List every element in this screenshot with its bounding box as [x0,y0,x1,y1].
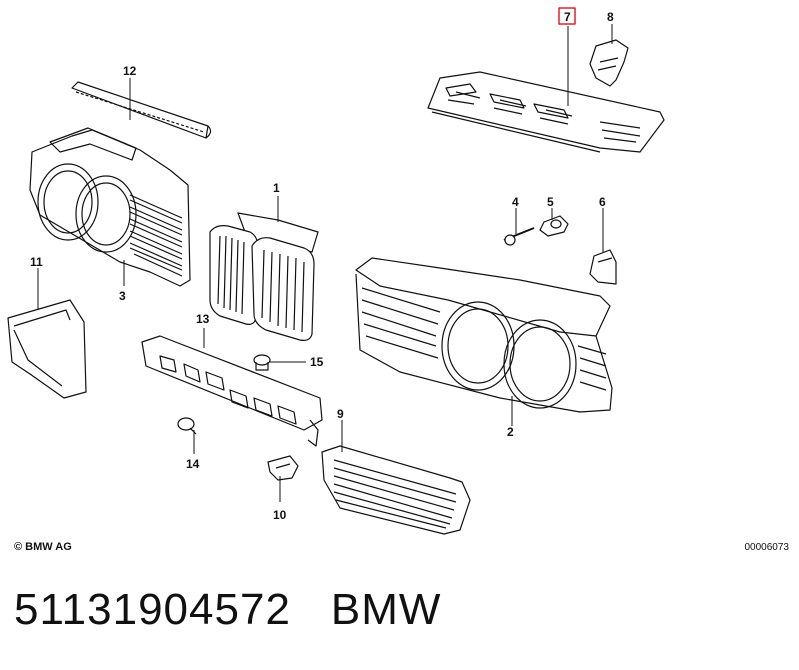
part-6-clip [589,249,617,285]
callout-10: 10 [273,508,287,522]
part-1-kidney-grille [209,212,319,341]
diagram-id: 00006073 [744,542,790,553]
part-2-right-headlight-frame [355,257,613,413]
footer-caption: 51131904572 BMW [14,585,441,635]
callout-13: 13 [196,312,210,326]
callout-6: 6 [599,195,606,209]
copyright-notice: © BMW AG [14,541,72,553]
part-4-screw [503,227,535,246]
part-14-rivet [177,417,197,435]
parts-diagram: 1 2 3 4 5 6 7 8 9 10 11 12 13 14 15 [7,7,665,535]
part-11-air-duct [7,299,87,399]
brand-name: BMW [330,585,442,634]
highlight-box-7 [558,7,576,25]
leader-lines [37,24,613,502]
part-13-lower-grille [141,335,323,447]
part-12-seal-strip [71,81,212,139]
callout-1: 1 [273,181,280,195]
part-7-upper-grille-panel [427,71,665,153]
callout-7: 7 [564,10,571,24]
part-5-nut [539,215,569,237]
callout-4: 4 [512,195,519,209]
callout-15: 15 [310,355,324,369]
callout-2: 2 [507,425,514,439]
part-15-rivet [253,354,271,371]
callout-labels: 1 2 3 4 5 6 7 8 9 10 11 12 13 14 15 [30,10,614,522]
part-3-left-headlight-frame [29,127,191,287]
callout-5: 5 [547,195,554,209]
callout-14: 14 [186,457,200,471]
callout-8: 8 [607,10,614,24]
callout-3: 3 [119,289,126,303]
callout-11: 11 [30,255,43,269]
part-9-side-grille [321,445,471,535]
callout-9: 9 [337,407,344,421]
part-8-clip [589,39,629,87]
part-number: 51131904572 [14,585,291,634]
callout-12: 12 [123,64,137,78]
part-10-clip [267,455,299,481]
